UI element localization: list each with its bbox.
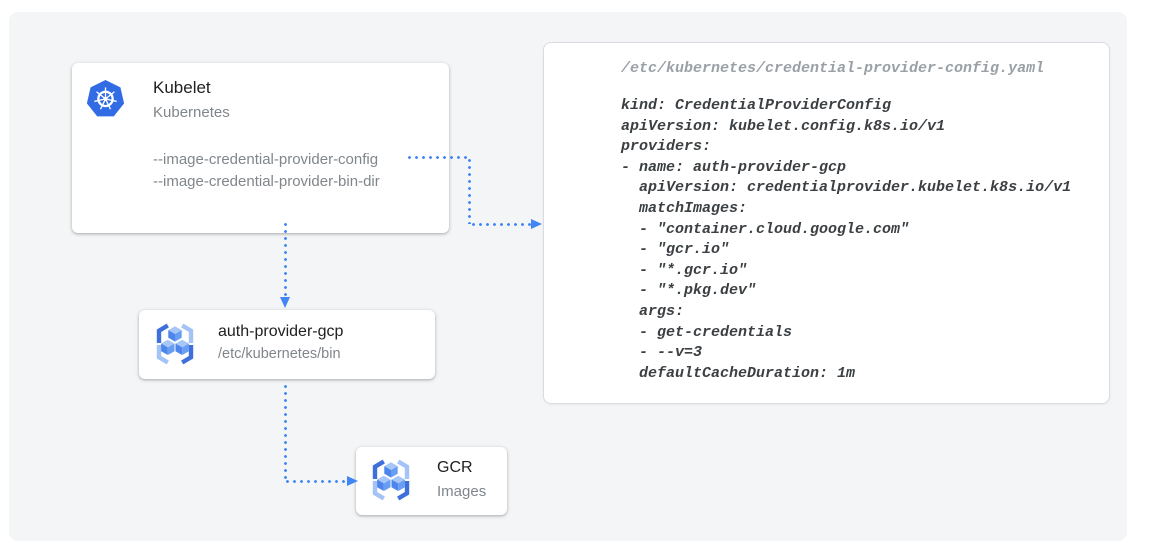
kubernetes-icon xyxy=(86,80,125,117)
kubelet-flags: --image-credential-provider-config --ima… xyxy=(153,149,380,193)
arrow-auth-to-gcr-segment-2 xyxy=(284,480,347,483)
arrow-kubelet-to-config-segment-3 xyxy=(470,223,531,226)
kubelet-subtitle: Kubernetes xyxy=(153,104,230,121)
auth-provider-path: /etc/kubernetes/bin xyxy=(218,346,341,362)
kubelet-flag-config: --image-credential-provider-config xyxy=(153,151,379,168)
arrow-kubelet-to-auth-segment xyxy=(284,221,287,297)
gcr-title: GCR xyxy=(437,459,473,476)
gcr-subtitle: Images xyxy=(437,483,487,500)
arrow-kubelet-to-config-head xyxy=(531,219,542,229)
config-file-panel: /etc/kubernetes/credential-provider-conf… xyxy=(543,42,1110,404)
arrow-kubelet-to-config-segment-2 xyxy=(468,157,471,224)
arrow-auth-to-gcr-segment-1 xyxy=(284,383,287,480)
gcr-icon xyxy=(156,323,194,365)
config-file-path: /etc/kubernetes/credential-provider-conf… xyxy=(621,60,1045,77)
gcr-icon xyxy=(372,459,410,501)
arrow-auth-to-gcr-head xyxy=(347,476,358,486)
auth-provider-title: auth-provider-gcp xyxy=(218,323,344,340)
config-file-yaml: kind: CredentialProviderConfig apiVersio… xyxy=(621,97,1072,382)
kubelet-flag-bin-dir: --image-credential-provider-bin-dir xyxy=(153,173,380,190)
node-gcr: GCR Images xyxy=(356,447,507,515)
arrow-kubelet-to-config-segment-1 xyxy=(406,156,470,159)
arrow-kubelet-to-auth-head xyxy=(280,297,290,308)
node-kubelet: Kubelet Kubernetes --image-credential-pr… xyxy=(72,63,449,233)
node-auth-provider-gcp: auth-provider-gcp /etc/kubernetes/bin xyxy=(139,310,435,379)
kubelet-title: Kubelet xyxy=(153,78,211,97)
